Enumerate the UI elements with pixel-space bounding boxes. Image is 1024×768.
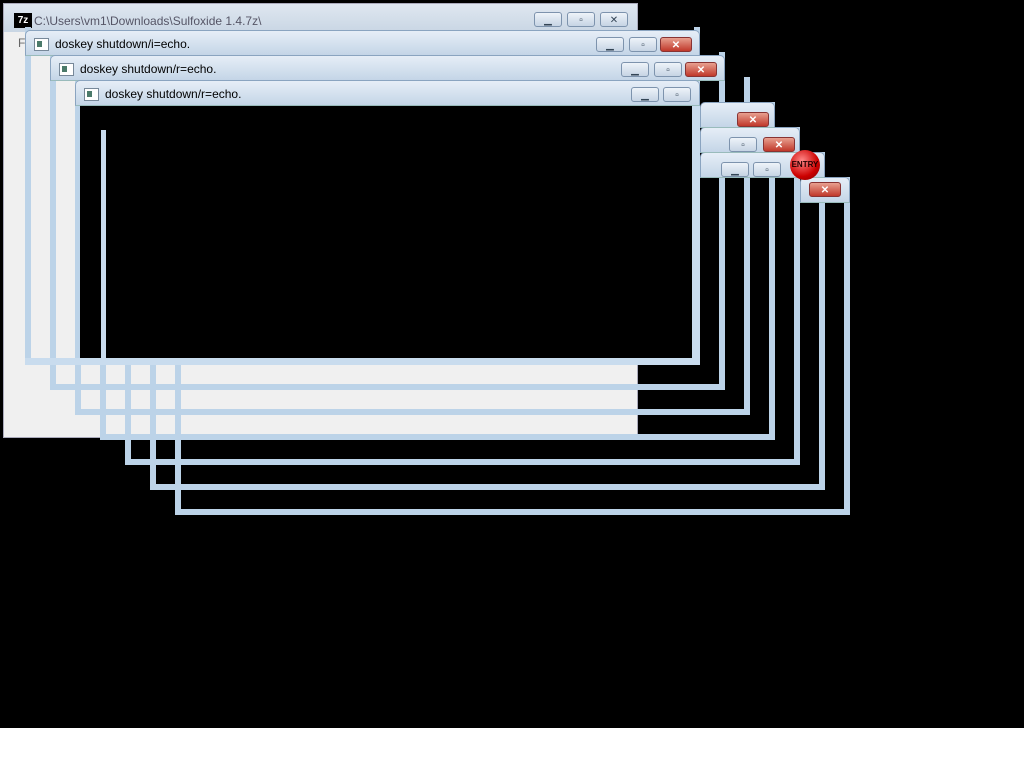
7zip-title: C:\Users\vm1\Downloads\Sulfoxide 1.4.7z\ [34,14,262,28]
screen-bottom-strip [0,728,1024,768]
window-title: doskey shutdown/r=echo. [105,87,242,101]
window-title: doskey shutdown/r=echo. [80,62,217,76]
maximize-button[interactable]: ▫ [753,162,781,177]
titlebar-3[interactable]: doskey shutdown/r=echo. ▁ ▫ [75,80,700,106]
titlebar-7[interactable]: ✕ [800,177,850,203]
minimize-button[interactable]: ▁ [721,162,749,177]
console-icon [84,88,99,101]
maximize-button[interactable]: ▫ [629,37,657,52]
window-frame-2 [50,52,725,390]
titlebar-5[interactable]: ▫ ✕ [700,127,800,153]
window-1-right-border [692,52,700,365]
entry-icon: ENTRY [790,150,820,180]
maximize-button[interactable]: ▫ [729,137,757,152]
close-button[interactable]: ✕ [685,62,717,77]
close-button[interactable]: ✕ [763,137,795,152]
minimize-button[interactable]: ▁ [631,87,659,102]
window-frame-3 [75,77,750,415]
maximize-button[interactable]: ▫ [663,87,691,102]
console-icon [34,38,49,51]
7zip-titlebar[interactable]: 7z C:\Users\vm1\Downloads\Sulfoxide 1.4.… [4,4,637,32]
close-button[interactable]: ✕ [809,182,841,197]
close-button[interactable]: ✕ [660,37,692,52]
maximize-button[interactable]: ▫ [567,12,595,27]
frame-artifact [101,130,106,358]
close-button[interactable]: ✕ [600,12,628,27]
maximize-button[interactable]: ▫ [654,62,682,77]
window-title: doskey shutdown/i=echo. [55,37,191,51]
console-area[interactable] [80,106,692,358]
titlebar-4[interactable]: ✕ [700,102,775,128]
minimize-button[interactable]: ▁ [534,12,562,27]
7zip-logo-icon: 7z [14,13,32,28]
close-button[interactable]: ✕ [737,112,769,127]
menu-file[interactable]: F [18,36,26,50]
console-icon [59,63,74,76]
window-1-bottom-border [25,358,700,365]
titlebar-2[interactable]: doskey shutdown/r=echo. ▁ ▫ ✕ [50,55,725,81]
titlebar-1[interactable]: doskey shutdown/i=echo. ▁ ▫ ✕ [25,30,700,56]
minimize-button[interactable]: ▁ [621,62,649,77]
minimize-button[interactable]: ▁ [596,37,624,52]
